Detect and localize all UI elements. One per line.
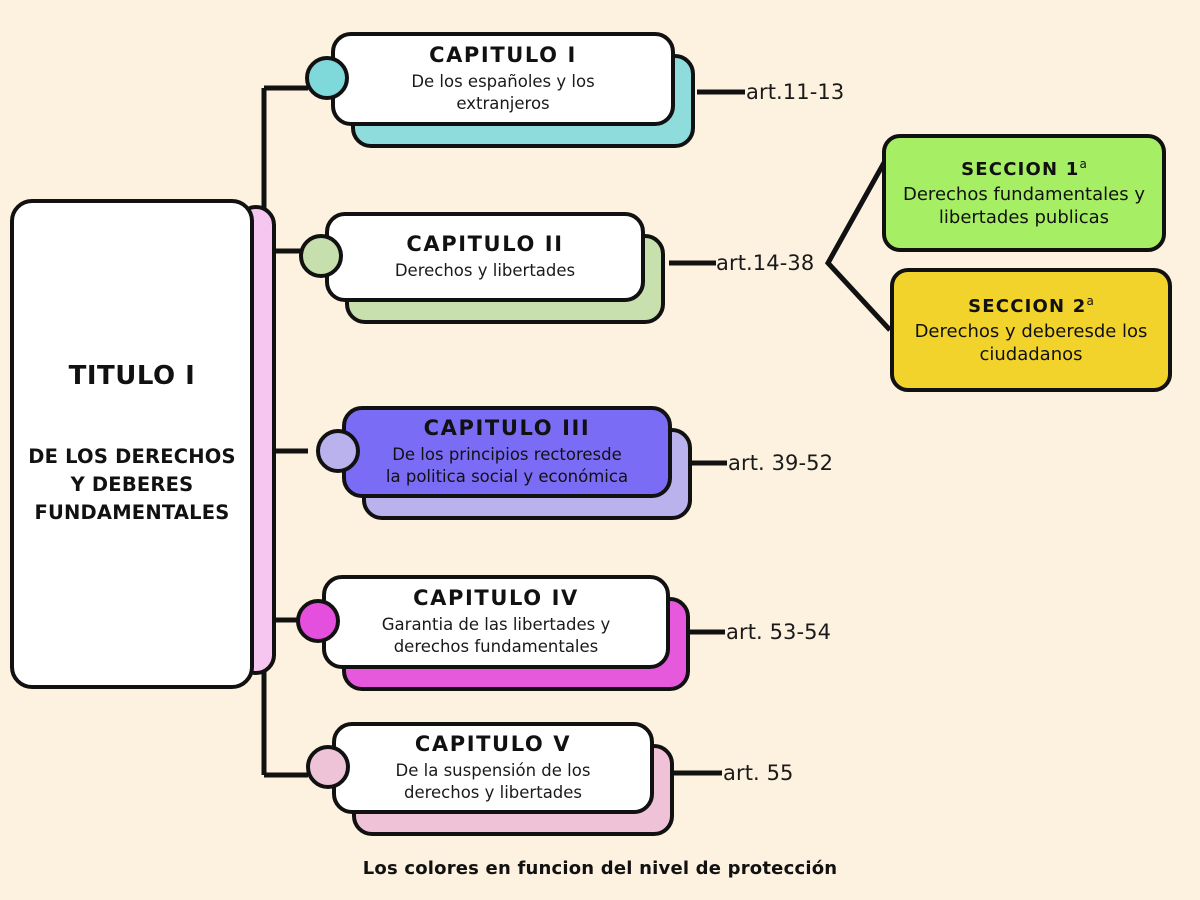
chapter-description: De los españoles y los extranjeros: [411, 71, 594, 115]
article-label-capitulo-1: art.11-13: [746, 80, 845, 104]
section-description-line-1: Derechos fundamentales y: [903, 183, 1145, 205]
chapter-description-line-2: derechos y libertades: [403, 783, 583, 802]
chapter-description-line-1: De la suspensión de los: [395, 761, 591, 781]
page-title: TITULO I: [68, 361, 196, 392]
section-description-line-2: ciudadanos: [979, 344, 1083, 365]
section-title: SECCION 1a: [961, 157, 1087, 180]
section-card-seccion-2[interactable]: SECCION 2a Derechos y deberesde los ciud…: [890, 268, 1172, 392]
chapter-description-line-1: De los principios rectoresde: [392, 445, 622, 465]
chapter-description: Garantia de las libertades y derechos fu…: [382, 614, 610, 658]
chapter-title: CAPITULO II: [406, 232, 564, 257]
article-label-capitulo-5: art. 55: [723, 761, 794, 785]
diagram-caption: Los colores en funcion del nivel de prot…: [362, 858, 838, 879]
chapter-title: CAPITULO V: [414, 732, 572, 757]
chapter-card[interactable]: CAPITULO III De los principios rectoresd…: [342, 406, 672, 498]
section-card-seccion-1[interactable]: SECCION 1a Derechos fundamentales y libe…: [882, 134, 1166, 252]
chapter-description-line-1: De los españoles y los: [411, 72, 595, 92]
chapter-bullet-dot[interactable]: [306, 745, 350, 789]
chapter-title: CAPITULO IV: [413, 586, 579, 611]
chapter-card[interactable]: CAPITULO I De los españoles y los extran…: [331, 32, 675, 126]
chapter-card[interactable]: CAPITULO V De la suspensión de los derec…: [332, 722, 654, 814]
section-title-text: SECCION 2: [968, 295, 1087, 317]
section-title-text: SECCION 1: [961, 158, 1080, 180]
section-description-line-1: Derechos y deberesde los: [914, 320, 1148, 342]
chapter-title: CAPITULO III: [423, 416, 591, 441]
article-label-capitulo-2: art.14-38: [716, 251, 815, 275]
chapter-description-line-1: Derechos y libertades: [394, 261, 576, 281]
chapter-card[interactable]: CAPITULO IV Garantia de las libertades y…: [322, 575, 670, 669]
chapter-description-line-2: la politica social y económica: [385, 467, 629, 486]
chapter-bullet-dot[interactable]: [305, 56, 349, 100]
section-ordinal: a: [1086, 293, 1094, 308]
section-bracket: [824, 150, 893, 332]
title-subtitle-line-3: FUNDAMENTALES: [34, 500, 230, 524]
chapter-bullet-dot[interactable]: [299, 234, 343, 278]
title-subtitle-line-1: DE LOS DERECHOS: [28, 445, 236, 469]
section-description-line-2: libertades publicas: [938, 207, 1110, 228]
chapter-description-line-2: derechos fundamentales: [393, 637, 599, 656]
section-description: Derechos y deberesde los ciudadanos: [915, 320, 1148, 367]
chapter-description: Derechos y libertades: [395, 260, 575, 282]
chapter-title: CAPITULO I: [429, 43, 577, 68]
title-subtitle: DE LOS DERECHOS Y DEBERES FUNDAMENTALES: [26, 443, 238, 526]
section-description: Derechos fundamentales y libertades publ…: [903, 183, 1145, 230]
title-subtitle-line-2: Y DEBERES: [70, 473, 194, 497]
chapter-description-line-1: Garantia de las libertades y: [381, 615, 611, 635]
section-title: SECCION 2a: [968, 294, 1094, 317]
chapter-description-line-2: extranjeros: [456, 94, 550, 113]
title-card[interactable]: TITULO I DE LOS DERECHOS Y DEBERES FUNDA…: [10, 199, 254, 689]
article-label-capitulo-4: art. 53-54: [726, 620, 832, 644]
article-label-capitulo-3: art. 39-52: [728, 451, 834, 475]
section-ordinal: a: [1079, 156, 1087, 171]
chapter-bullet-dot[interactable]: [316, 429, 360, 473]
chapter-card[interactable]: CAPITULO II Derechos y libertades: [325, 212, 645, 302]
chapter-bullet-dot[interactable]: [296, 599, 340, 643]
chapter-description: De los principios rectoresde la politica…: [386, 444, 628, 488]
chapter-description: De la suspensión de los derechos y liber…: [396, 760, 591, 804]
